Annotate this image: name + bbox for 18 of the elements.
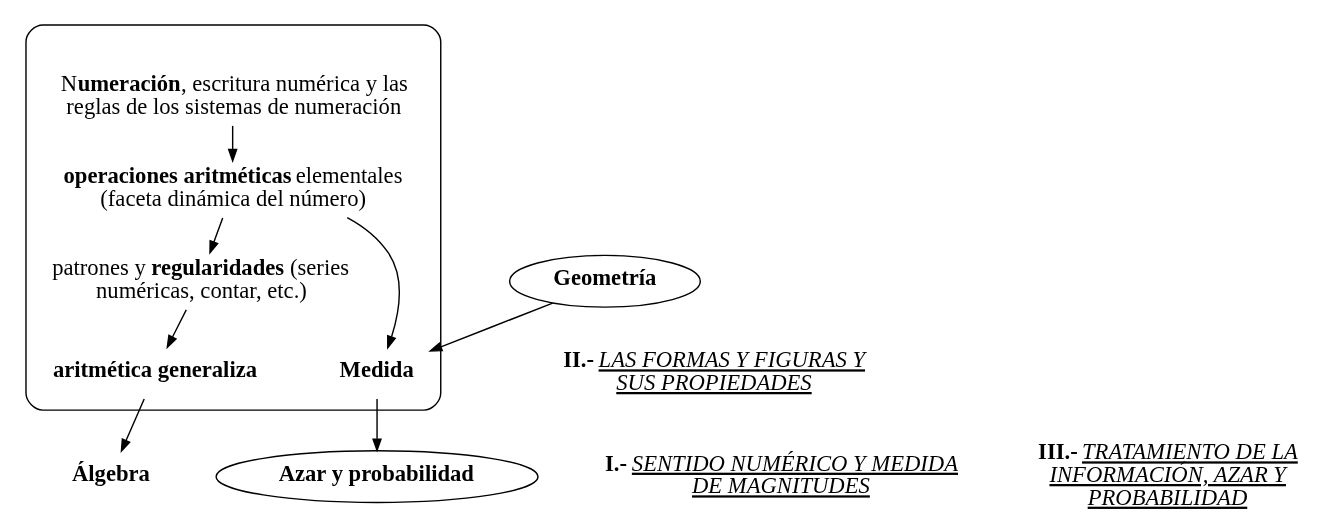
arrow bbox=[166, 309, 187, 350]
arrow bbox=[372, 398, 383, 453]
node-text: patrones y regularidades (series numéricas, contar, etc.) bbox=[52, 255, 350, 303]
arrow bbox=[428, 302, 554, 352]
label: I.- SENTIDO NUMÉRICO Y MEDIDA DE MAGNITUDES bbox=[604, 450, 959, 499]
label: II.- LAS FORMAS Y FIGURAS Y SUS PROPIEDADES bbox=[563, 347, 866, 395]
node-text: operaciones aritméticas elementales (faceta dinámica del número) bbox=[63, 163, 403, 211]
node-text: Numeración, escritura numérica y las reglas de los sistemas de numeración bbox=[60, 71, 408, 119]
arrow bbox=[346, 216, 400, 350]
arrow bbox=[209, 217, 224, 255]
label: III.- TRATAMIENTO DE LA INFORMACIÓN, AZAR Y PROBABILIDAD bbox=[1038, 439, 1298, 510]
node-ellipse: Geometría bbox=[508, 254, 701, 308]
node-text: Álgebra bbox=[71, 460, 150, 486]
node-text: Medida bbox=[339, 357, 414, 383]
node-text: aritmética generaliza bbox=[52, 357, 258, 383]
node-ellipse: Azar y probabilidad bbox=[215, 450, 539, 504]
arrow bbox=[120, 398, 145, 454]
arrow bbox=[227, 125, 238, 163]
